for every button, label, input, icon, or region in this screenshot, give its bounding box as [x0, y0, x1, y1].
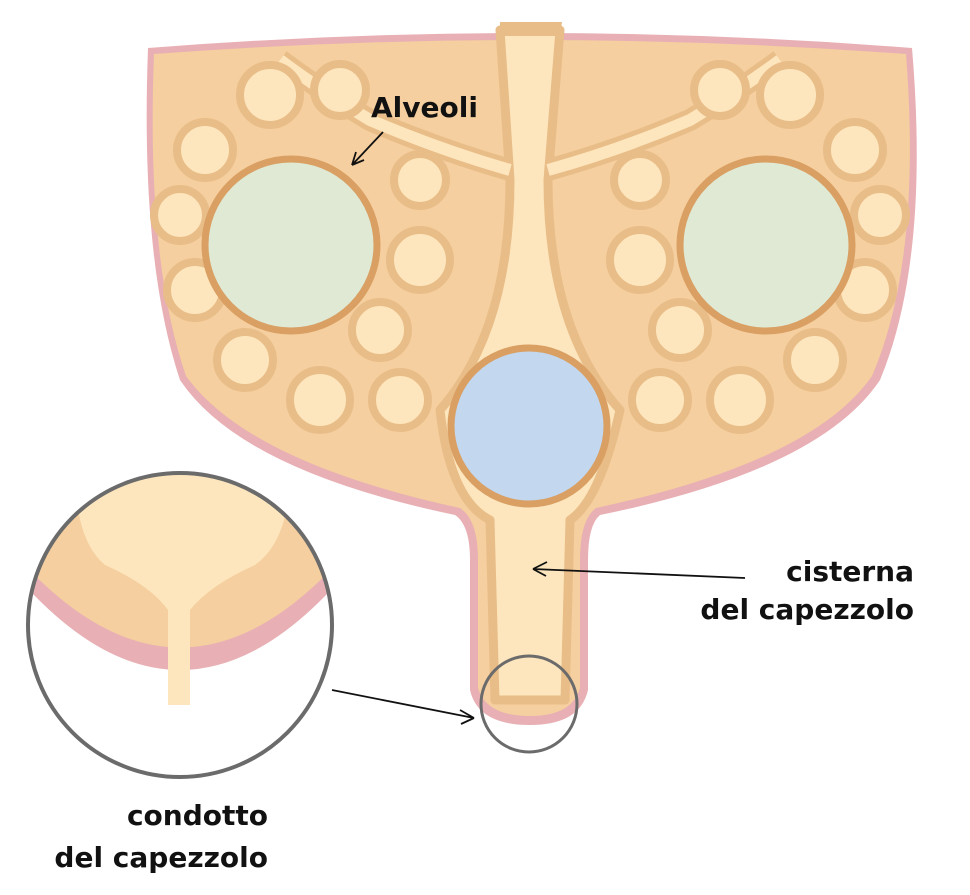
alveoli-lobules	[150, 60, 910, 434]
label-cistern-line2: del capezzolo	[700, 593, 914, 626]
alveoli-circle-left	[201, 155, 381, 335]
label-arrows	[331, 131, 746, 725]
magnified-nipple-view	[28, 473, 332, 777]
label-duct-line2: del capezzolo	[54, 841, 268, 874]
center-circle	[447, 344, 611, 508]
label-duct-line1: condotto	[126, 799, 268, 832]
label-cistern-line1: cisterna	[786, 555, 914, 588]
nipple-magnifier	[479, 654, 579, 754]
label-alveoli: Alveoli	[371, 91, 478, 124]
alveoli-circle-right	[676, 155, 856, 335]
